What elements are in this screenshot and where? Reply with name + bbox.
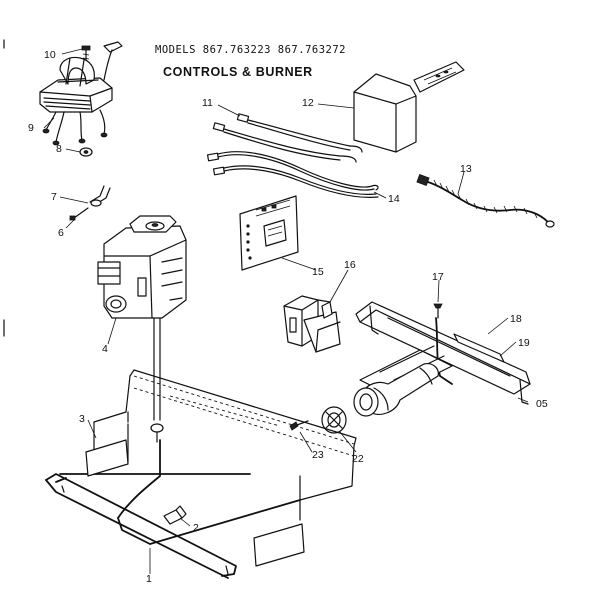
callout-12: 12: [302, 97, 314, 109]
callout-13: 13: [460, 163, 472, 175]
callout-19: 19: [518, 337, 530, 349]
part-18-bracket: [355, 301, 531, 405]
diagram-title: CONTROLS & BURNER: [163, 65, 313, 79]
burner-tube: [353, 363, 439, 417]
callout-18: 18: [510, 313, 522, 325]
part-3-shield: [93, 369, 357, 521]
part-4-gas-valve: [97, 215, 187, 319]
part-1-frame: [45, 439, 305, 579]
part-11-wire-harness: [212, 113, 363, 163]
part-8-nut: [79, 147, 93, 157]
part-14-wire-harness: [206, 151, 379, 198]
callout-9: 9: [28, 122, 34, 134]
part-7-clip: [89, 185, 111, 207]
callout-8: 8: [56, 143, 62, 155]
part-9-transformer: [39, 41, 123, 146]
callout-15: 15: [312, 266, 324, 278]
models-line: MODELS 867.763223 867.763272: [155, 44, 346, 56]
leader-lines: [43, 48, 529, 574]
part-23-screw: [289, 420, 309, 431]
callout-14: 14: [388, 193, 400, 205]
callout-7: 7: [51, 191, 57, 203]
callout-3: 3: [79, 413, 85, 425]
callout-22: 22: [352, 453, 364, 465]
callout-6: 6: [58, 227, 64, 239]
part-13-lead: [416, 174, 555, 228]
callout-05: 05: [536, 398, 548, 410]
part-12-cover: [353, 61, 465, 153]
callout-2: 2: [193, 522, 199, 534]
gas-pipe: [150, 317, 164, 443]
callout-17: 17: [432, 271, 444, 283]
part-17-screw: [433, 303, 443, 319]
part-15-label-card: [239, 195, 299, 271]
callout-10: 10: [44, 49, 56, 61]
callout-labels: 10 9 8 7 6 4 11 12 13 14 15 16 17 18 19 …: [28, 49, 548, 585]
part-6-screw: [69, 207, 89, 221]
callout-23: 23: [312, 449, 324, 461]
part-22-shutter: [321, 406, 347, 434]
callout-11: 11: [202, 97, 213, 109]
callout-1: 1: [146, 573, 152, 585]
callout-4: 4: [102, 343, 108, 355]
part-16-switch: [283, 295, 341, 353]
callout-16: 16: [344, 259, 356, 271]
part-2-fitting: [163, 505, 187, 525]
